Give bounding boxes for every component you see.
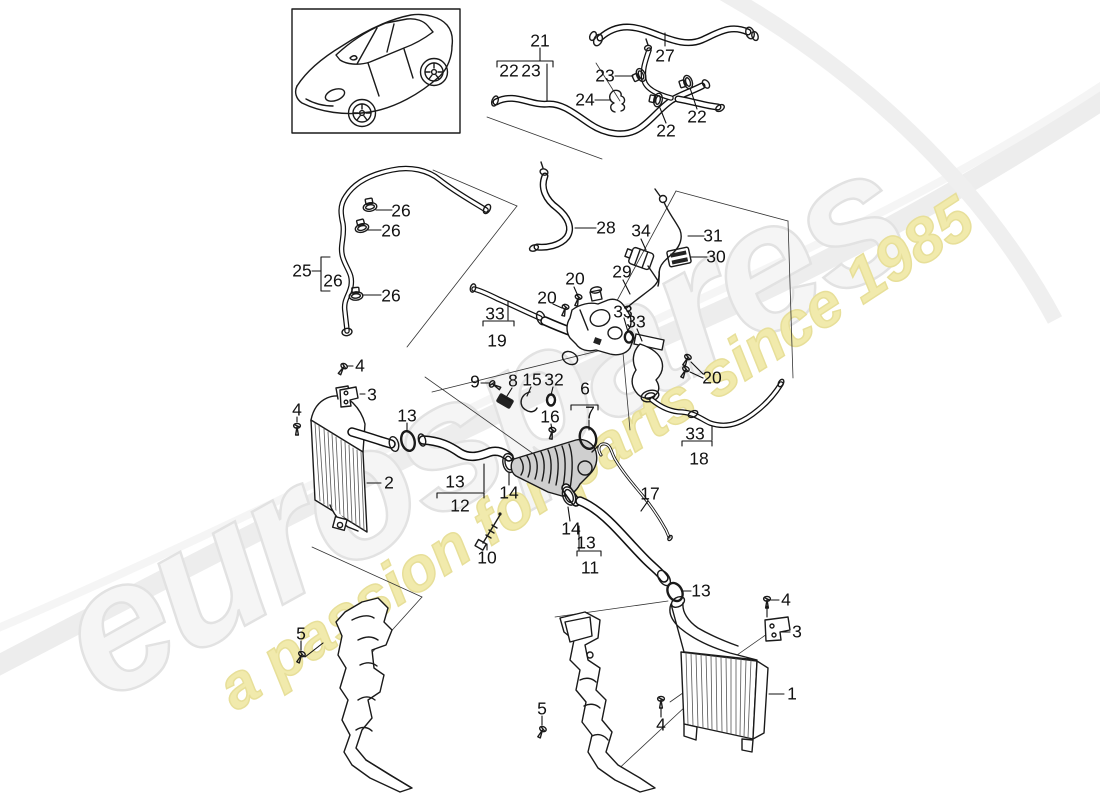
part-number-label: 16 <box>540 406 560 427</box>
hose-27 <box>588 23 759 47</box>
intercooler-2-fins <box>314 422 365 531</box>
part-number-label: 23 <box>521 60 541 81</box>
bellows-ribs <box>519 443 573 490</box>
part-number-label: 8 <box>508 370 518 391</box>
hose-25-group <box>338 165 492 337</box>
connector-30 <box>666 246 692 268</box>
part-number-label: 1 <box>787 683 797 704</box>
part-number-label: 19 <box>487 330 507 351</box>
part-number-label: 4 <box>781 589 791 610</box>
car-illustration <box>294 13 454 128</box>
part-number-label: 4 <box>355 355 365 376</box>
part-number-label: 26 <box>323 270 343 291</box>
part-number-label: 32 <box>544 369 564 390</box>
part-number-label: 6 <box>580 378 590 399</box>
part-number-label: 4 <box>656 714 666 735</box>
part-number-label: 14 <box>499 482 519 503</box>
part-number-label: 14 <box>561 518 581 539</box>
part-number-label: 12 <box>450 495 470 516</box>
o-ring-13 <box>666 581 684 603</box>
part-number-label: 22 <box>499 60 519 81</box>
part-number-label: 21 <box>530 30 550 51</box>
part-number-label: 20 <box>537 287 557 308</box>
sensor-8 <box>496 393 514 409</box>
part-number-label: 28 <box>596 217 616 238</box>
part-number-label: 26 <box>391 200 411 221</box>
part-number-label: 27 <box>655 45 675 66</box>
part-number-label: 13 <box>691 580 711 601</box>
intercooler-2-group <box>292 361 416 533</box>
part-number-label: 4 <box>292 399 302 420</box>
part-number-label: 22 <box>656 120 676 141</box>
part-number-label: 18 <box>689 448 709 469</box>
part-number-label: 25 <box>292 260 312 281</box>
part-number-label: 20 <box>565 268 585 289</box>
relay-34 <box>624 246 655 271</box>
harness-group <box>598 188 692 342</box>
part-number-label: 33 <box>485 303 505 324</box>
bellows-duct-group <box>474 379 599 551</box>
hose-11-group <box>575 496 684 603</box>
o-ring-13 <box>400 429 416 453</box>
part-number-label: 34 <box>631 220 651 241</box>
intercooler-1-fins <box>685 652 752 739</box>
part-number-label: 33 <box>626 311 646 332</box>
part-number-label: 2 <box>384 472 394 493</box>
part-number-label: 20 <box>702 367 722 388</box>
part-number-label: 5 <box>537 698 547 719</box>
clip-15 <box>520 391 538 413</box>
retaining-clip-24 <box>609 89 626 113</box>
car-inset <box>291 8 461 134</box>
hose-21-group <box>490 38 725 138</box>
o-ring-7 <box>578 425 598 451</box>
part-number-label: 26 <box>381 220 401 241</box>
bracket-3 <box>764 616 791 642</box>
part-number-label: 3 <box>367 384 377 405</box>
part-number-label: 3 <box>792 621 802 642</box>
leader-lines <box>296 32 791 726</box>
part-number-label: 13 <box>445 471 465 492</box>
intercooler-1-group <box>656 595 791 753</box>
part-number-label: 5 <box>296 623 306 644</box>
valve-19-group <box>469 283 785 429</box>
intercooler-1-inlet-duct <box>669 603 758 661</box>
valve-connector <box>593 337 602 346</box>
part-number-label: 26 <box>381 285 401 306</box>
part-number-label: 7 <box>585 402 595 423</box>
body-panel-left <box>294 597 413 793</box>
part-number-label: 13 <box>576 532 596 553</box>
part-number-label: 17 <box>640 483 660 504</box>
part-number-label: 23 <box>595 65 615 86</box>
part-number-label: 22 <box>687 106 707 127</box>
bolt-10 <box>474 512 502 551</box>
part-number-label: 30 <box>706 246 726 267</box>
hose-12-group <box>417 433 518 475</box>
bracket-3 <box>339 386 359 408</box>
part-number-label: 29 <box>612 261 632 282</box>
part-number-label: 11 <box>580 557 600 578</box>
part-number-label: 33 <box>685 423 705 444</box>
part-number-label: 15 <box>522 369 542 390</box>
part-number-label: 10 <box>477 547 497 568</box>
body-panel-center <box>535 611 656 793</box>
pipe-17 <box>597 442 673 542</box>
outlet-elbow <box>631 343 664 399</box>
part-number-label: 24 <box>575 89 595 110</box>
seal-ring-33 <box>623 330 635 344</box>
part-number-label: 9 <box>470 371 480 392</box>
part-number-label: 13 <box>397 405 417 426</box>
part-number-label: 31 <box>703 225 723 246</box>
hose-28 <box>528 161 574 252</box>
part-number-label: 33 <box>613 301 633 322</box>
